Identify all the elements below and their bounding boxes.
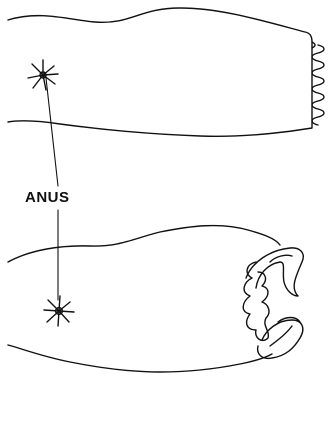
upper-anus-star (28, 60, 58, 90)
upper-body-outline (8, 8, 312, 136)
lower-anus-star (44, 296, 74, 326)
upper-sucker-ruffle (312, 45, 324, 125)
upper-claw-inner (270, 255, 292, 262)
lower-body-outline (8, 226, 280, 262)
leader-line-upper (46, 78, 58, 186)
upper-claw (246, 248, 303, 296)
mouth-frill (243, 262, 269, 340)
anus-label: ANUS (25, 189, 95, 207)
lower-body-outline-bottom (8, 345, 272, 372)
lower-claw (258, 320, 303, 358)
lower-claw-inner (270, 326, 292, 346)
